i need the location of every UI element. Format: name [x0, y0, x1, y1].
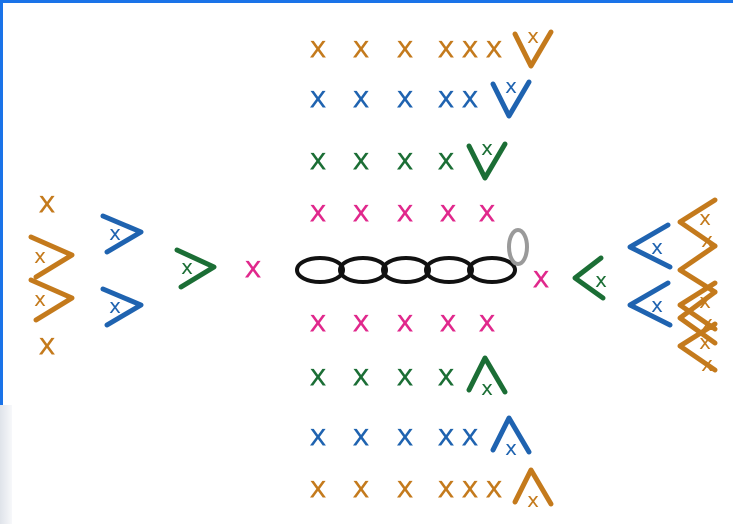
chain-stitch-oval [381, 256, 431, 284]
increase-inner-x: x [481, 136, 493, 160]
single-crochet-mark: x [309, 359, 327, 394]
single-crochet-mark: x [352, 471, 370, 506]
increase-inner-x: x [527, 488, 539, 512]
single-crochet-mark: x [309, 195, 327, 230]
right-end-increase-x: x [651, 235, 663, 259]
single-crochet-mark: x [437, 359, 455, 394]
left-end-single-crochet: x [38, 186, 56, 221]
single-crochet-mark: x [352, 143, 370, 178]
right-end-increase-symbol [677, 243, 718, 295]
single-crochet-mark: x [309, 419, 327, 454]
single-crochet-mark: x [439, 305, 457, 340]
increase-v-symbol [490, 79, 532, 119]
right-end-single-crochet: x [532, 261, 550, 296]
right-end-increase-x: x [651, 293, 663, 317]
right-end-increase-symbol [627, 222, 673, 270]
right-end-increase-x: x [595, 268, 607, 292]
single-crochet-mark: x [437, 143, 455, 178]
single-crochet-mark: x [309, 305, 327, 340]
single-crochet-mark: x [437, 471, 455, 506]
increase-inverted-v-symbol [490, 415, 532, 455]
single-crochet-mark: x [439, 195, 457, 230]
single-crochet-mark: x [396, 359, 414, 394]
left-end-increase-symbol [28, 277, 75, 323]
left-end-increase-symbol [100, 213, 144, 255]
increase-inner-x: x [505, 74, 517, 98]
single-crochet-mark: x [352, 195, 370, 230]
right-end-increase-symbol [572, 255, 606, 301]
window-shadow [0, 405, 12, 524]
single-crochet-mark: x [461, 419, 479, 454]
right-end-increase-x: x [701, 228, 713, 252]
increase-v-symbol [512, 29, 554, 69]
single-crochet-mark: x [437, 419, 455, 454]
left-end-increase-x: x [181, 255, 193, 279]
single-crochet-mark: x [352, 305, 370, 340]
single-crochet-mark: x [461, 81, 479, 116]
right-end-increase-symbol [677, 197, 718, 249]
right-end-increase-symbol [627, 280, 673, 328]
single-crochet-mark: x [309, 143, 327, 178]
chain-stitch-oval [338, 256, 388, 284]
single-crochet-mark: x [396, 195, 414, 230]
single-crochet-mark: x [396, 471, 414, 506]
single-crochet-mark: x [352, 419, 370, 454]
single-crochet-mark: x [352, 81, 370, 116]
single-crochet-mark: x [396, 419, 414, 454]
right-end-increase-symbol [677, 289, 718, 346]
single-crochet-mark: x [396, 305, 414, 340]
left-end-increase-x: x [109, 221, 121, 245]
turning-chain-oval [507, 228, 529, 266]
left-end-increase-symbol [100, 286, 144, 328]
single-crochet-mark: x [309, 81, 327, 116]
single-crochet-mark: x [352, 359, 370, 394]
single-crochet-mark: x [485, 31, 503, 66]
right-end-increase-x: x [701, 352, 713, 376]
right-end-increase-x: x [699, 206, 711, 230]
chain-stitch-oval [467, 256, 517, 284]
single-crochet-mark: x [478, 305, 496, 340]
single-crochet-mark: x [309, 471, 327, 506]
increase-inverted-v-symbol [512, 467, 554, 507]
right-end-increase-symbol [677, 321, 718, 373]
single-crochet-mark: x [461, 471, 479, 506]
increase-inner-x: x [505, 436, 517, 460]
left-end-increase-x: x [34, 287, 46, 311]
single-crochet-mark: x [437, 81, 455, 116]
left-end-single-crochet: x [38, 328, 56, 363]
single-crochet-mark: x [396, 81, 414, 116]
single-crochet-mark: x [478, 195, 496, 230]
single-crochet-mark: x [437, 31, 455, 66]
chain-stitch-oval [295, 256, 345, 284]
increase-inner-x: x [481, 376, 493, 400]
left-end-increase-x: x [34, 244, 46, 268]
single-crochet-mark: x [461, 31, 479, 66]
increase-inner-x: x [527, 24, 539, 48]
single-crochet-mark: x [485, 471, 503, 506]
increase-v-symbol [466, 141, 508, 181]
right-end-increase-symbol [677, 280, 718, 332]
left-end-increase-x: x [109, 294, 121, 318]
single-crochet-mark: x [352, 31, 370, 66]
increase-inverted-v-symbol [466, 355, 508, 395]
single-crochet-mark: x [309, 31, 327, 66]
single-crochet-mark: x [396, 143, 414, 178]
left-end-increase-symbol [28, 234, 75, 280]
left-end-increase-symbol [174, 247, 217, 290]
single-crochet-mark: x [396, 31, 414, 66]
left-end-single-crochet: x [244, 251, 262, 286]
chain-stitch-oval [424, 256, 474, 284]
